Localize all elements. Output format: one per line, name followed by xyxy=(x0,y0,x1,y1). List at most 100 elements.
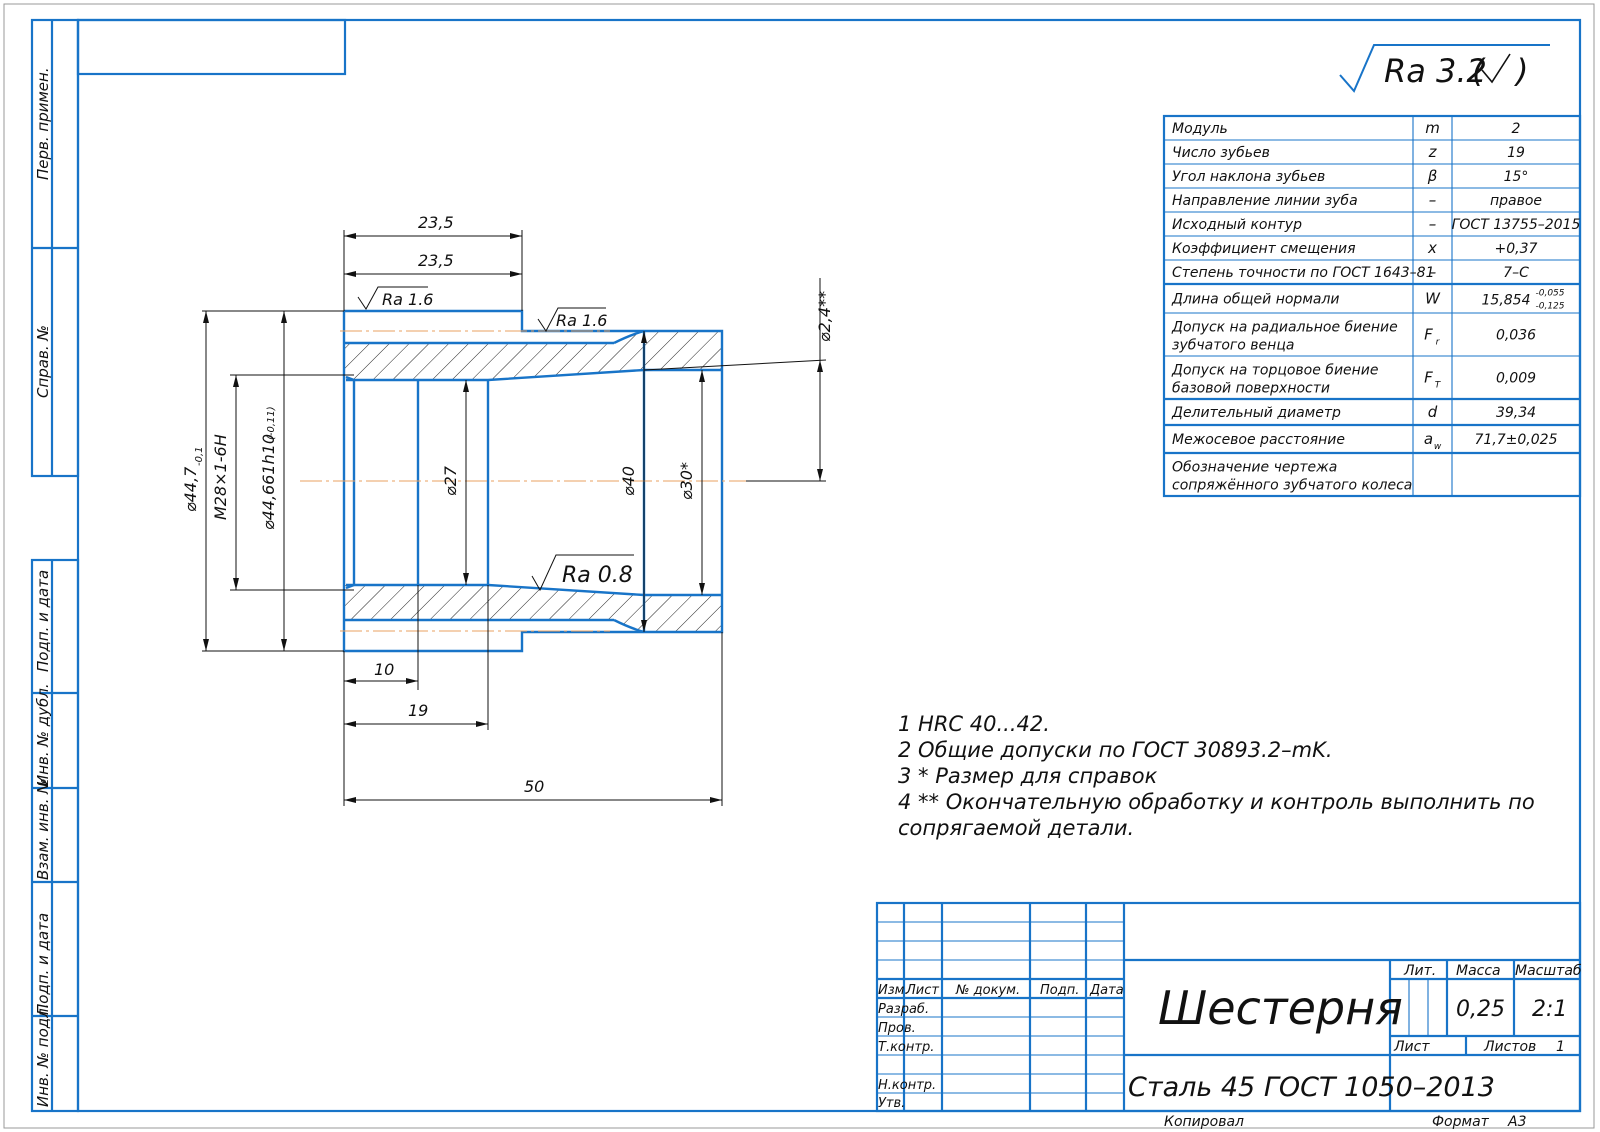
svg-text:Утв.: Утв. xyxy=(878,1096,905,1111)
dim-len10: 10 xyxy=(374,660,394,679)
svg-text:Листов: Листов xyxy=(1483,1039,1536,1055)
param-value: 19 xyxy=(1507,145,1525,161)
svg-text:№ докум.: № докум. xyxy=(955,983,1020,998)
param-symbol-sub: w xyxy=(1434,442,1442,452)
svg-text:(: ( xyxy=(1472,52,1486,90)
param-symbol-sub: T xyxy=(1435,381,1442,391)
svg-text:Н.контр.: Н.контр. xyxy=(878,1078,936,1093)
param-symbol: β xyxy=(1427,167,1438,185)
param-name: Коэффициент смещения xyxy=(1172,241,1356,257)
param-name: Степень точности по ГОСТ 1643–81 xyxy=(1172,265,1435,281)
param-value: 15,854 xyxy=(1482,293,1531,309)
svg-text:0,25: 0,25 xyxy=(1456,997,1505,1022)
param-symbol: m xyxy=(1425,119,1440,137)
param-value: 0,036 xyxy=(1496,328,1536,344)
svg-text:Подп.: Подп. xyxy=(1040,983,1079,998)
param-symbol: a xyxy=(1424,430,1433,448)
param-name: Длина общей нормали xyxy=(1171,292,1340,308)
svg-text:Формат: Формат xyxy=(1432,1114,1490,1130)
param-name-2: сопряжённого зубчатого колеса xyxy=(1172,478,1412,494)
param-name: Межосевое расстояние xyxy=(1172,432,1345,448)
param-name: Модуль xyxy=(1172,121,1228,137)
dim-len19: 19 xyxy=(408,701,428,720)
param-symbol: – xyxy=(1429,215,1437,233)
param-value-sup: -0,055 xyxy=(1535,289,1564,299)
param-symbol-sub: r xyxy=(1436,338,1441,348)
param-name-2: базовой поверхности xyxy=(1172,381,1330,397)
top-left-stamp xyxy=(76,18,347,76)
note-3: 3 * Размер для справок xyxy=(898,764,1158,788)
dim-d27: ⌀27 xyxy=(441,465,460,496)
svg-text:Изм.: Изм. xyxy=(878,983,909,998)
sheet-edge xyxy=(3,3,1595,1129)
param-value: 2 xyxy=(1512,121,1521,137)
param-symbol: – xyxy=(1429,191,1437,209)
param-symbol: x xyxy=(1427,239,1437,257)
dim-d40: ⌀40 xyxy=(619,466,638,496)
param-name: Число зубьев xyxy=(1172,145,1270,161)
svg-text:А3: А3 xyxy=(1507,1114,1526,1130)
svg-text:Разраб.: Разраб. xyxy=(878,1002,929,1017)
svg-text:Масштаб: Масштаб xyxy=(1515,963,1582,979)
dim-thread: М28×1-6Н xyxy=(211,434,230,520)
param-value: 39,34 xyxy=(1496,405,1536,421)
svg-text:Лист: Лист xyxy=(1393,1039,1430,1055)
svg-text:Пров.: Пров. xyxy=(878,1021,916,1036)
param-name: Обозначение чертежа xyxy=(1172,460,1337,476)
svg-text:Дата: Дата xyxy=(1089,983,1124,998)
note-1: 1 HRC 40...42. xyxy=(898,712,1050,736)
dim-d30: ⌀30* xyxy=(677,462,696,500)
svg-text:-0,1: -0,1 xyxy=(194,446,205,466)
param-name: Делительный диаметр xyxy=(1171,405,1341,421)
ra-mid: Ra 1.6 xyxy=(556,311,607,330)
svg-text:Т.контр.: Т.контр. xyxy=(878,1040,934,1055)
dim-top2: 23,5 xyxy=(418,251,454,270)
part-drawing xyxy=(202,230,827,806)
left-strip xyxy=(30,18,80,1113)
param-value: ГОСТ 13755–2015 xyxy=(1452,217,1581,233)
svg-text:1: 1 xyxy=(1556,1039,1565,1055)
param-value: 15° xyxy=(1504,169,1529,185)
svg-text:⌀44,7: ⌀44,7 xyxy=(181,466,200,512)
dim-len50: 50 xyxy=(524,777,544,796)
svg-text:(-0,11): (-0,11) xyxy=(266,406,277,440)
svg-text:): ) xyxy=(1514,52,1528,90)
dim-d-tooth: ⌀44,661h10 (-0,11) xyxy=(259,406,278,530)
param-value: 71,7±0,025 xyxy=(1475,432,1558,448)
param-value: 0,009 xyxy=(1496,371,1536,387)
note-5: сопрягаемой детали. xyxy=(898,816,1134,840)
notes: 1 HRC 40...42. 2 Общие допуски по ГОСТ 3… xyxy=(898,712,1535,840)
svg-text:⌀44,661h10: ⌀44,661h10 xyxy=(259,434,278,530)
param-name: Исходный контур xyxy=(1172,217,1302,233)
dim-d-outer: ⌀44,7 -0,1 xyxy=(181,446,205,512)
param-value: 7–С xyxy=(1503,265,1529,281)
part-title: Шестерня xyxy=(1158,981,1403,1035)
label-inv-dubl: Инв. № дубл. xyxy=(34,683,52,786)
note-4: 4 ** Окончательную обработку и контроль … xyxy=(898,790,1535,814)
param-symbol: F xyxy=(1424,369,1433,387)
svg-text:Лист: Лист xyxy=(905,983,939,998)
note-2: 2 Общие допуски по ГОСТ 30893.2–mK. xyxy=(898,738,1333,762)
param-name: Направление линии зуба xyxy=(1172,193,1358,209)
param-symbol: z xyxy=(1428,143,1438,161)
title-block xyxy=(875,901,1582,1113)
svg-text:Лит.: Лит. xyxy=(1403,963,1436,979)
svg-text:2:1: 2:1 xyxy=(1532,997,1567,1022)
label-sprav: Справ. № xyxy=(34,325,52,398)
param-name: Угол наклона зубьев xyxy=(1172,169,1325,185)
main-frame xyxy=(76,18,1582,1113)
param-name: Допуск на радиальное биение xyxy=(1171,320,1398,336)
ra-left: Ra 1.6 xyxy=(382,290,433,309)
label-perv: Перв. примен. xyxy=(34,67,52,180)
param-value-sub: -0,125 xyxy=(1535,302,1564,312)
param-symbol: F xyxy=(1424,326,1433,344)
svg-text:Масса: Масса xyxy=(1456,963,1501,979)
param-name-2: зубчатого венца xyxy=(1172,338,1294,354)
param-name: Допуск на торцовое биение xyxy=(1171,363,1379,379)
dim-top1: 23,5 xyxy=(418,213,454,232)
dim-r: ⌀2,4** xyxy=(815,291,834,342)
param-value: правое xyxy=(1490,193,1542,209)
param-symbol: W xyxy=(1425,290,1441,308)
